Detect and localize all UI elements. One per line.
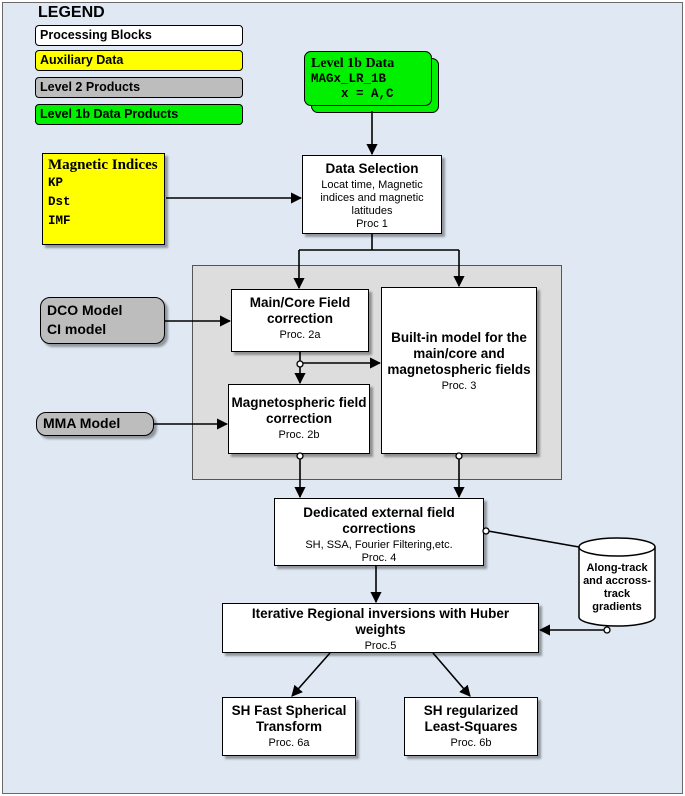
builtin-model-title: Built-in model for the main/core and mag… [387,330,531,377]
connector-dot-builtin [455,452,463,460]
sh-fast-title: SH Fast Spherical Transform [231,703,347,734]
iterative-proc: Proc.5 [364,640,397,652]
main-core-proc: Proc. 2a [279,329,321,341]
magnetospheric-block: Magnetospheric field correction Proc. 2b [228,384,370,454]
sh-fast-block: SH Fast Spherical Transform Proc. 6a [222,697,356,756]
dco-model-label: DCO Model [47,302,123,318]
dedicated-title: Dedicated external field corrections [303,505,455,536]
junction-dot [296,360,304,368]
ci-model-label: CI model [47,321,107,337]
data-selection-block: Data Selection Locat time, Magnetic indi… [302,155,442,234]
iterative-title: Iterative Regional inversions with Huber… [251,606,510,637]
legend-auxiliary-data: Auxiliary Data [35,50,243,71]
arrow-iterative-to-sh-reg [432,652,471,697]
magnetic-indices-block: Magnetic Indices KP Dst IMF [42,153,165,245]
data-selection-desc: Locat time, Magnetic indices and magneti… [320,179,424,217]
level1b-title: Level 1b Data [311,56,395,71]
legend-processing-blocks: Processing Blocks [35,25,243,46]
magnetic-indices-title: Magnetic Indices [48,157,158,173]
index-imf: IMF [48,214,71,228]
sh-reg-proc: Proc. 6b [450,737,492,749]
dco-model-block: DCO Model CI model [40,297,165,344]
level1b-line2: x = A,C [341,87,394,101]
data-selection-title: Data Selection [325,161,419,176]
data-selection-proc: Proc 1 [356,218,388,230]
arrow-iterative-to-sh-fast [291,652,331,697]
iterative-block: Iterative Regional inversions with Huber… [222,603,539,653]
connector-dot-gradients [603,626,611,634]
dedicated-desc: SH, SSA, Fourier Filtering,etc. [305,539,453,551]
gradients-label: Along-track and accross-track gradients [583,562,651,613]
connector-dot-magnetospheric [296,452,304,460]
legend-title: LEGEND [38,4,105,21]
main-core-title: Main/Core Field correction [249,295,351,326]
main-core-block: Main/Core Field correction Proc. 2a [231,289,369,352]
builtin-model-proc: Proc. 3 [441,380,477,392]
legend-level1b-products: Level 1b Data Products [35,104,243,125]
sh-reg-title: SH regularized Least-Squares [423,703,519,734]
index-dst: Dst [48,195,71,209]
sh-reg-block: SH regularized Least-Squares Proc. 6b [404,697,538,756]
gradients-cylinder [578,537,656,627]
legend-level2-products: Level 2 Products [35,77,243,98]
level1b-line1: MAGx_LR_1B [311,72,387,86]
connector-dot-dedicated [482,527,490,535]
dedicated-corrections-block: Dedicated external field corrections SH,… [274,498,484,566]
mma-model-block: MMA Model [36,412,154,436]
line-dedicated-to-gradients [487,530,580,548]
sh-fast-proc: Proc. 6a [268,737,310,749]
level1b-data-block: Level 1b Data MAGx_LR_1B x = A,C [304,51,432,106]
magnetospheric-title: Magnetospheric field correction [231,395,367,426]
builtin-model-block: Built-in model for the main/core and mag… [381,287,537,454]
magnetospheric-proc: Proc. 2b [278,429,320,441]
index-kp: KP [48,176,64,190]
dedicated-proc: Proc. 4 [361,552,397,564]
